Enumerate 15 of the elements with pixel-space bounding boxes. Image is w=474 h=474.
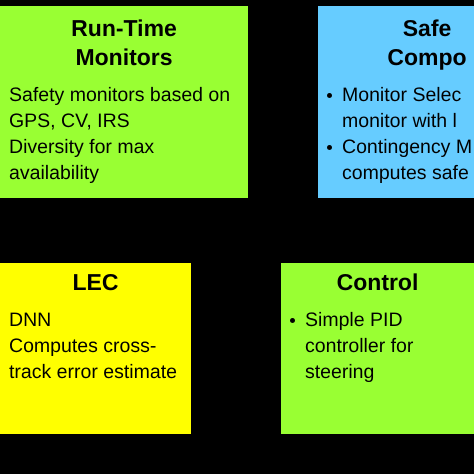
component-box [281,263,474,434]
body-text: DNN [9,308,52,333]
component-box [0,263,191,434]
bullet-text: Monitor Selec monitor with l [342,83,462,134]
component-box [0,6,248,198]
body-text: Safety monitors based on GPS, CV, IRS [9,83,231,134]
box-heading: Run-Time Monitors [70,14,178,72]
bullet-text: Simple PID controller for steering [305,308,414,385]
box-heading: LEC [72,268,120,297]
component-box [318,6,474,198]
body-text: Diversity for max availability [9,135,156,186]
box-heading: Control [336,268,420,297]
bullet-text: Contingency M computes safe [342,135,474,186]
body-text: Computes cross-track error estimate [9,334,178,385]
box-heading: Safe Compo [386,14,468,72]
